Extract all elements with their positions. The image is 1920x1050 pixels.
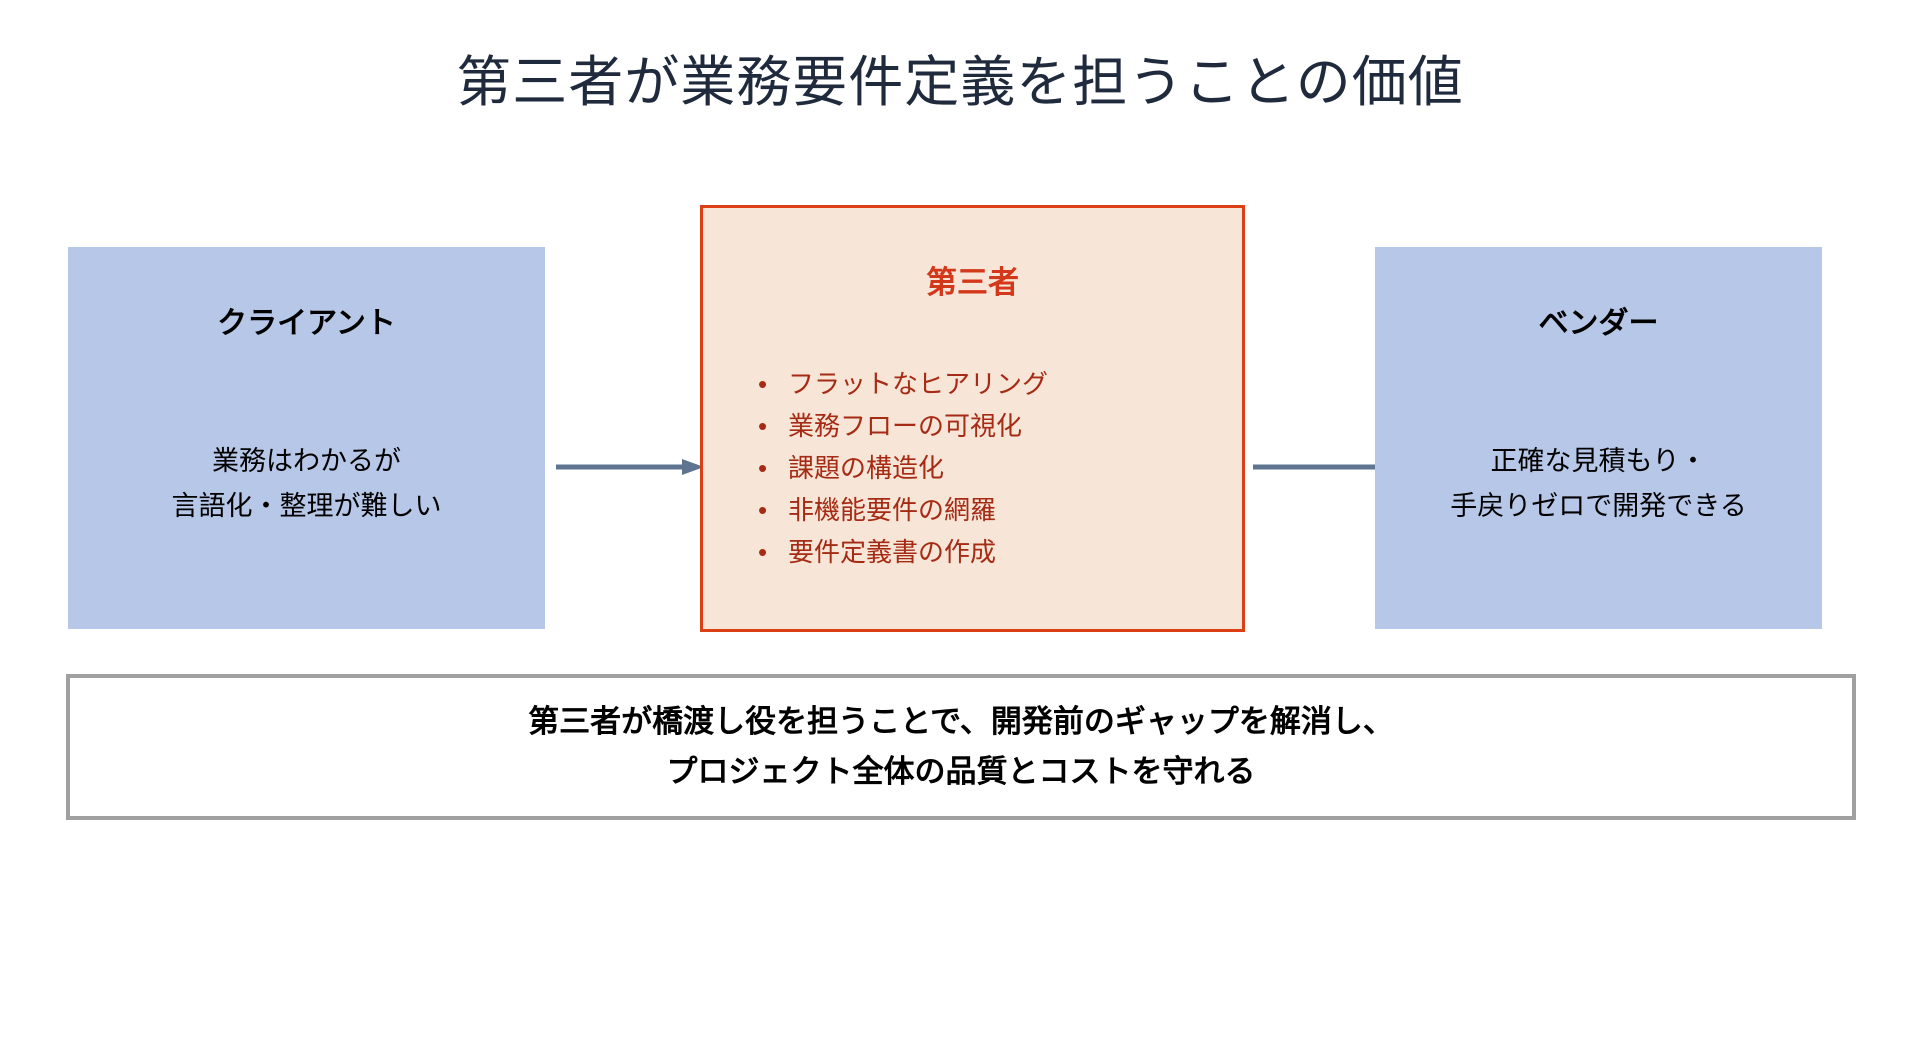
capability-list-item: • 業務フローの可視化 bbox=[758, 405, 1048, 447]
client-box-body-line-1: 業務はわかるが bbox=[212, 446, 401, 476]
third-party-capability-list: • フラットなヒアリング • 業務フローの可視化 • 課題の構造化 • 非機能要件の網羅 • 要件… bbox=[758, 363, 1048, 573]
summary-line-1: 第三者が橋渡し役を担うことで、開発前のギャップを解消し、 bbox=[528, 704, 1394, 739]
capability-list-item-label: 課題の構造化 bbox=[788, 453, 945, 483]
capability-list-item-label: 要件定義書の作成 bbox=[788, 537, 997, 567]
page-title: 第三者が業務要件定義を担うことの価値 bbox=[456, 51, 1464, 113]
vendor-box-heading: ベンダー bbox=[1538, 307, 1659, 340]
capability-list-item: • 非機能要件の網羅 bbox=[758, 489, 1048, 531]
arrow-client-to-third-party bbox=[556, 458, 704, 476]
capability-list-item: • 要件定義書の作成 bbox=[758, 531, 1048, 573]
capability-list-item-label: フラットなヒアリング bbox=[788, 369, 1049, 399]
capability-list-item: • 課題の構造化 bbox=[758, 447, 1048, 489]
third-party-box: 第三者 • フラットなヒアリング • 業務フローの可視化 • 課題の構造化 • 非機能要件の網… bbox=[700, 205, 1245, 632]
vendor-box: ベンダー 正確な見積もり・ 手戻りゼロで開発できる bbox=[1375, 247, 1822, 629]
bullet-dot-icon: • bbox=[758, 537, 768, 567]
client-box-body-line-2: 言語化・整理が難しい bbox=[171, 491, 442, 521]
bullet-dot-icon: • bbox=[758, 369, 768, 399]
client-box: クライアント 業務はわかるが 言語化・整理が難しい bbox=[68, 247, 545, 629]
vendor-box-body: 正確な見積もり・ 手戻りゼロで開発できる bbox=[1375, 439, 1822, 529]
vendor-box-body-line-1: 正確な見積もり・ bbox=[1490, 446, 1707, 476]
client-box-body: 業務はわかるが 言語化・整理が難しい bbox=[68, 439, 545, 529]
bullet-dot-icon: • bbox=[758, 453, 768, 483]
client-box-heading: クライアント bbox=[217, 307, 396, 340]
capability-list-item-label: 非機能要件の網羅 bbox=[788, 495, 997, 525]
capability-list-item-label: 業務フローの可視化 bbox=[788, 411, 1023, 441]
bullet-dot-icon: • bbox=[758, 411, 768, 441]
summary-box: 第三者が橋渡し役を担うことで、開発前のギャップを解消し、 プロジェクト全体の品質… bbox=[66, 674, 1856, 820]
capability-list-item: • フラットなヒアリング bbox=[758, 363, 1048, 405]
vendor-box-body-line-2: 手戻りゼロで開発できる bbox=[1450, 491, 1747, 521]
summary-line-2: プロジェクト全体の品質とコストを守れる bbox=[666, 754, 1256, 789]
third-party-box-heading: 第三者 bbox=[926, 265, 1019, 300]
bullet-dot-icon: • bbox=[758, 495, 768, 525]
